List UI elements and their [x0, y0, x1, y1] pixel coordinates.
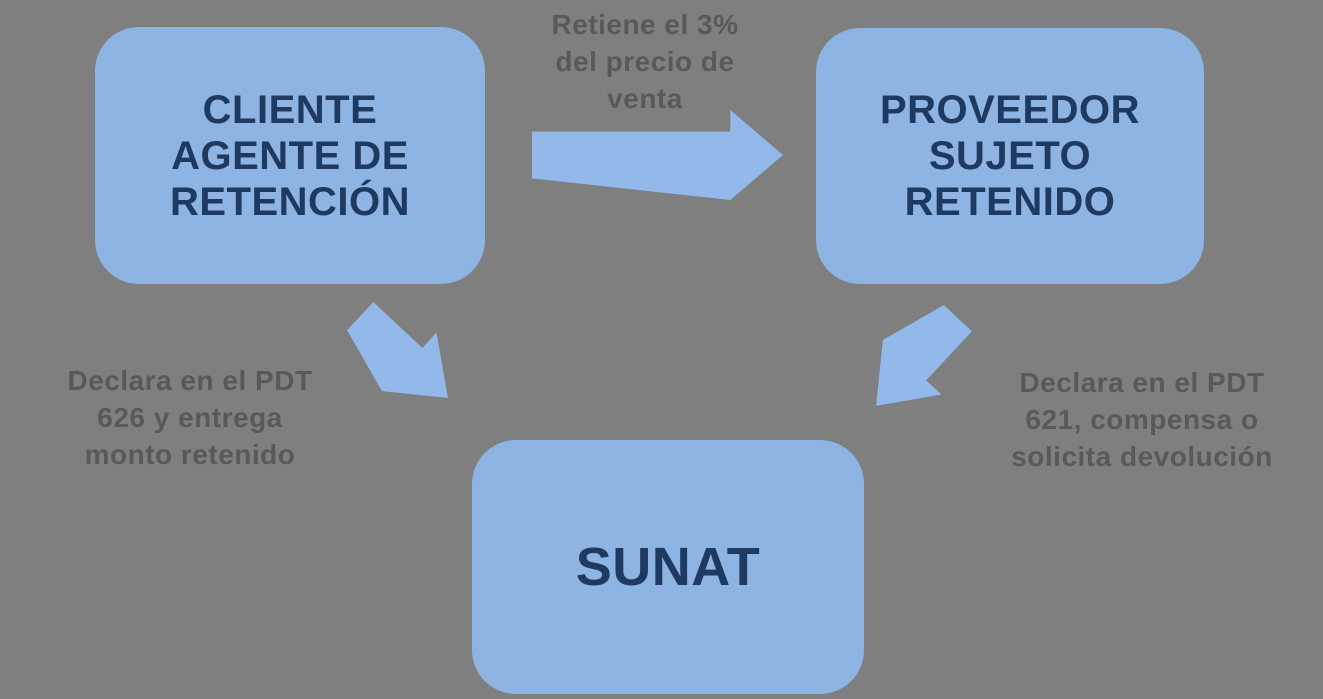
node-proveedor-sujeto-retenido: PROVEEDOR SUJETO RETENIDO [816, 28, 1204, 284]
node-sunat: SUNAT [472, 440, 864, 694]
node-sunat-label: SUNAT [575, 537, 761, 597]
node-cliente-agente-retencion: CLIENTE AGENTE DE RETENCIÓN [95, 27, 485, 284]
right-arrow-icon [532, 110, 783, 200]
edge-label-pdt626: Declara en el PDT 626 y entrega monto re… [67, 365, 313, 470]
node-cliente-label: CLIENTE AGENTE DE RETENCIÓN [169, 87, 411, 224]
edge-label-pdt621: Declara en el PDT 621, compensa o solici… [1011, 367, 1273, 472]
edge-label-retiene: Retiene el 3% del precio de venta [551, 9, 739, 114]
node-proveedor-label: PROVEEDOR SUJETO RETENIDO [879, 88, 1141, 224]
